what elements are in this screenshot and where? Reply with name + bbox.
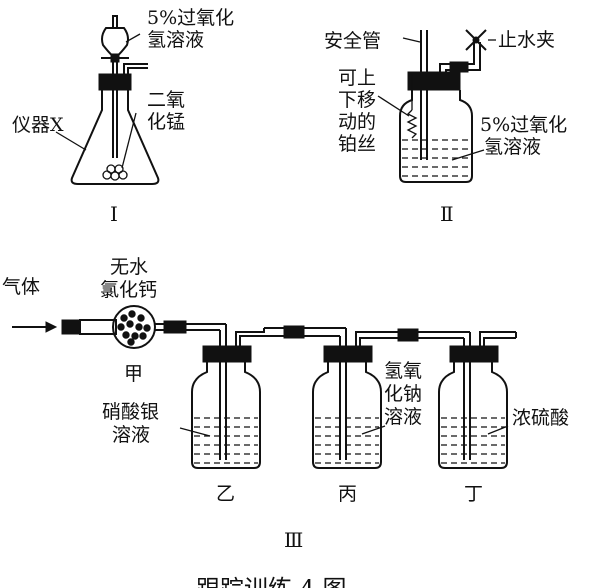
figure-caption: 跟踪训练 4 图 xyxy=(196,575,347,588)
bottle-b-label: 乙 xyxy=(216,483,235,505)
catalyst-label-line2: 化锰 xyxy=(147,111,185,133)
catalyst-pointer xyxy=(121,112,137,169)
bottle-2 xyxy=(399,90,473,183)
funnel-label-line1: 5%过氧化 xyxy=(147,7,234,29)
silver-nitrate-pointer xyxy=(179,427,211,437)
wire-label-line4: 铂丝 xyxy=(338,133,376,155)
bottle-b xyxy=(191,362,261,469)
apparatus-2: 安全管 止水夹 可上 下移 动的 铂丝 5%过氧化 氢溶液 Ⅱ xyxy=(324,29,567,226)
bottle-b-stopper xyxy=(202,345,252,363)
sodium-hydroxide-pointer xyxy=(361,425,386,435)
wire-label-line2: 下移 xyxy=(338,89,376,111)
instrument-x-label: 仪器X xyxy=(12,114,64,136)
safety-tube-pointer xyxy=(402,37,421,43)
funnel-label-line2: 氢溶液 xyxy=(147,29,204,51)
drying-tube-bulb xyxy=(112,305,156,349)
solution-label-line2: 氢溶液 xyxy=(484,136,541,158)
separatory-funnel xyxy=(101,27,129,57)
bottle-d xyxy=(438,362,508,469)
apparatus-3: 气体 无水 氯化钙 甲 硝酸银 溶液 氢氧 化钠 溶液 浓硫酸 乙 丙 丁 Ⅲ xyxy=(2,256,569,552)
tube-a-label: 甲 xyxy=(124,363,143,385)
delivery-tube xyxy=(123,63,148,74)
bottle-d-stopper xyxy=(449,345,499,363)
solution-label-line1: 5%过氧化 xyxy=(480,114,567,136)
bottle-c-label: 丙 xyxy=(338,483,357,505)
bottle-c-solution-line2: 化钠 xyxy=(384,383,422,405)
bottle-c-solution-line1: 氢氧 xyxy=(384,360,422,382)
spring-clamp xyxy=(465,29,487,51)
solution-pointer xyxy=(451,149,485,161)
apparatus-1: 5%过氧化 氢溶液 仪器X 二氧 化锰 Ⅰ xyxy=(12,7,234,226)
manganese-dioxide-granules xyxy=(102,164,128,181)
wire-label-line1: 可上 xyxy=(338,67,376,89)
bottle-2-stopper xyxy=(407,71,461,91)
platinum-coil xyxy=(406,109,418,139)
bottle-d-outlet-tube xyxy=(479,331,516,348)
bottle-c-solution-line3: 溶液 xyxy=(384,406,422,428)
wire-pointer xyxy=(377,95,410,117)
safety-tube-label: 安全管 xyxy=(324,30,381,52)
bottle-b-solution-line1: 硝酸银 xyxy=(102,401,159,423)
drier-label-line1: 无水 xyxy=(110,256,148,278)
bottle-d-label: 丁 xyxy=(464,483,483,505)
rubber-tube xyxy=(449,61,469,73)
drier-label-line2: 氯化钙 xyxy=(100,279,157,301)
funnel-pointer xyxy=(125,33,141,43)
apparatus-2-numeral: Ⅱ xyxy=(440,204,454,226)
instrument-pointer xyxy=(55,131,87,151)
bottle-c-stopper xyxy=(323,345,373,363)
apparatus-1-numeral: Ⅰ xyxy=(110,204,118,226)
conical-flask-x xyxy=(70,90,160,185)
wire-label-line3: 动的 xyxy=(338,111,376,133)
drying-tube-neck xyxy=(79,319,117,335)
bottle-c xyxy=(312,362,382,469)
gas-label: 气体 xyxy=(2,276,40,298)
drying-tube-stopper xyxy=(61,319,81,335)
apparatus-3-numeral: Ⅲ xyxy=(284,530,303,552)
bottle-b-solution-line2: 溶液 xyxy=(112,424,150,446)
bottle-d-solution: 浓硫酸 xyxy=(512,407,569,429)
clamp-label: 止水夹 xyxy=(498,29,555,51)
sulfuric-acid-pointer xyxy=(487,425,509,435)
catalyst-label-line1: 二氧 xyxy=(147,89,185,111)
calcium-chloride-granules xyxy=(117,310,151,346)
flask-stopper xyxy=(98,73,132,91)
